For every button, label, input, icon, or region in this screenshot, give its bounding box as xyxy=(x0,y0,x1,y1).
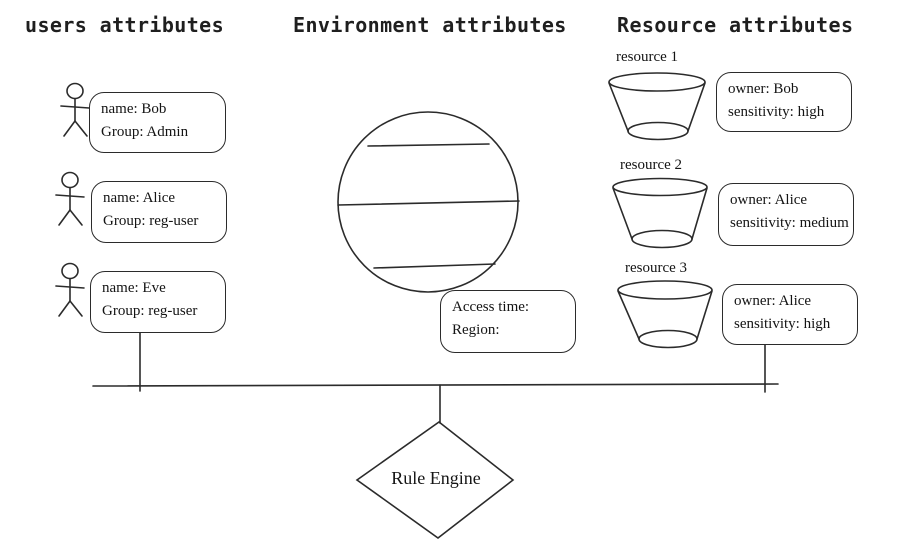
user-attributes-box-alice: name: Alice Group: reg-user xyxy=(91,181,227,243)
bucket-icon xyxy=(608,72,706,141)
resource-3-label: resource 3 xyxy=(625,260,688,276)
resource-1-label: resource 1 xyxy=(616,49,679,65)
user-name: name: Bob xyxy=(101,101,167,117)
user-group: Group: Admin xyxy=(101,124,189,141)
user-name: name: Alice xyxy=(103,190,176,206)
users-attributes-header: users attributes xyxy=(25,13,225,37)
latitude-line xyxy=(373,263,496,269)
env-region: Region: xyxy=(452,322,500,339)
environment-attributes-box: Access time: Region: xyxy=(440,290,576,353)
resource-sensitivity: sensitivity: high xyxy=(734,316,831,333)
env-access-time: Access time: xyxy=(452,299,530,315)
environment-attributes-header: Environment attributes xyxy=(293,13,567,37)
user-name: name: Eve xyxy=(102,280,166,296)
resource-2-label: resource 2 xyxy=(620,157,683,173)
bucket-icon xyxy=(612,177,708,249)
resource-owner: owner: Bob xyxy=(728,81,799,97)
user-attributes-box-bob: name: Bob Group: Admin xyxy=(89,92,226,153)
rule-engine-diamond xyxy=(355,421,515,539)
stick-figure-icon xyxy=(55,171,85,226)
resource-sensitivity: sensitivity: medium xyxy=(730,215,849,232)
latitude-line xyxy=(367,143,490,147)
resource-attributes-box-2: owner: Alice sensitivity: medium xyxy=(718,183,854,246)
user-attributes-box-eve: name: Eve Group: reg-user xyxy=(90,271,226,333)
user-group: Group: reg-user xyxy=(103,213,199,230)
resource-owner: owner: Alice xyxy=(730,192,808,208)
latitude-line xyxy=(337,200,520,206)
resource-sensitivity: sensitivity: high xyxy=(728,104,825,121)
bucket-icon xyxy=(617,280,713,349)
stick-figure-icon xyxy=(55,262,85,317)
resource-attributes-box-3: owner: Alice sensitivity: high xyxy=(722,284,858,345)
stick-figure-icon xyxy=(60,82,90,137)
resource-attributes-box-1: owner: Bob sensitivity: high xyxy=(716,72,852,132)
globe-icon xyxy=(337,111,520,293)
bus-line xyxy=(92,383,779,387)
user-group: Group: reg-user xyxy=(102,303,198,320)
resource-attributes-header: Resource attributes xyxy=(617,13,854,37)
resource-owner: owner: Alice xyxy=(734,293,812,309)
rule-engine-label: Rule Engine xyxy=(391,468,481,488)
